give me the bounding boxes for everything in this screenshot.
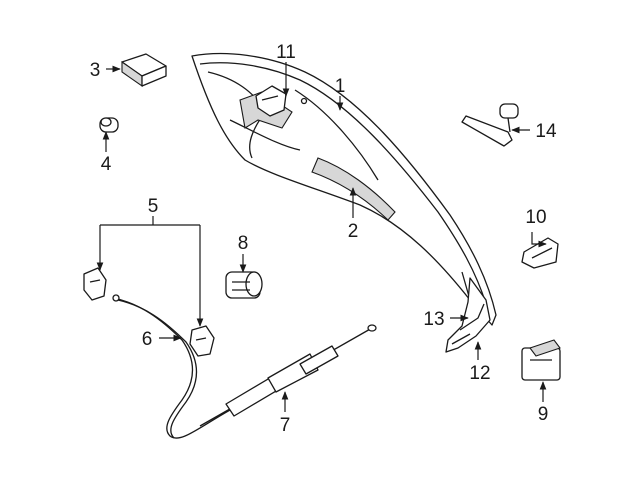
callout-3: 3: [90, 60, 101, 81]
bumper-pad: [121, 53, 167, 88]
callout-8: 8: [238, 233, 249, 254]
callout-labels: 1 2 3 4 5 6 7 8 9 10 11 12 13 14: [90, 42, 557, 436]
callout-5: 5: [148, 196, 159, 217]
cable-clip-left: [83, 267, 107, 301]
release-cable: [112, 294, 231, 439]
callout-7: 7: [280, 415, 291, 436]
plug: [99, 117, 119, 133]
callout-11: 11: [276, 42, 296, 63]
callout-4: 4: [101, 154, 112, 175]
callout-6: 6: [142, 329, 153, 350]
callout-14: 14: [535, 121, 557, 142]
cable-clip-right: [189, 325, 215, 357]
clip: [521, 237, 559, 269]
module: [521, 339, 561, 381]
callout-10: 10: [525, 207, 546, 228]
lid-bracket: [255, 85, 287, 117]
callout-13: 13: [423, 309, 444, 330]
callout-9: 9: [538, 404, 549, 425]
support-rod: [461, 103, 519, 147]
lock-cable: [199, 324, 377, 427]
callout-2: 2: [348, 221, 359, 242]
leader-lines: [96, 62, 547, 412]
callout-1: 1: [335, 76, 346, 97]
callout-12: 12: [469, 363, 490, 384]
actuator: [225, 271, 263, 299]
